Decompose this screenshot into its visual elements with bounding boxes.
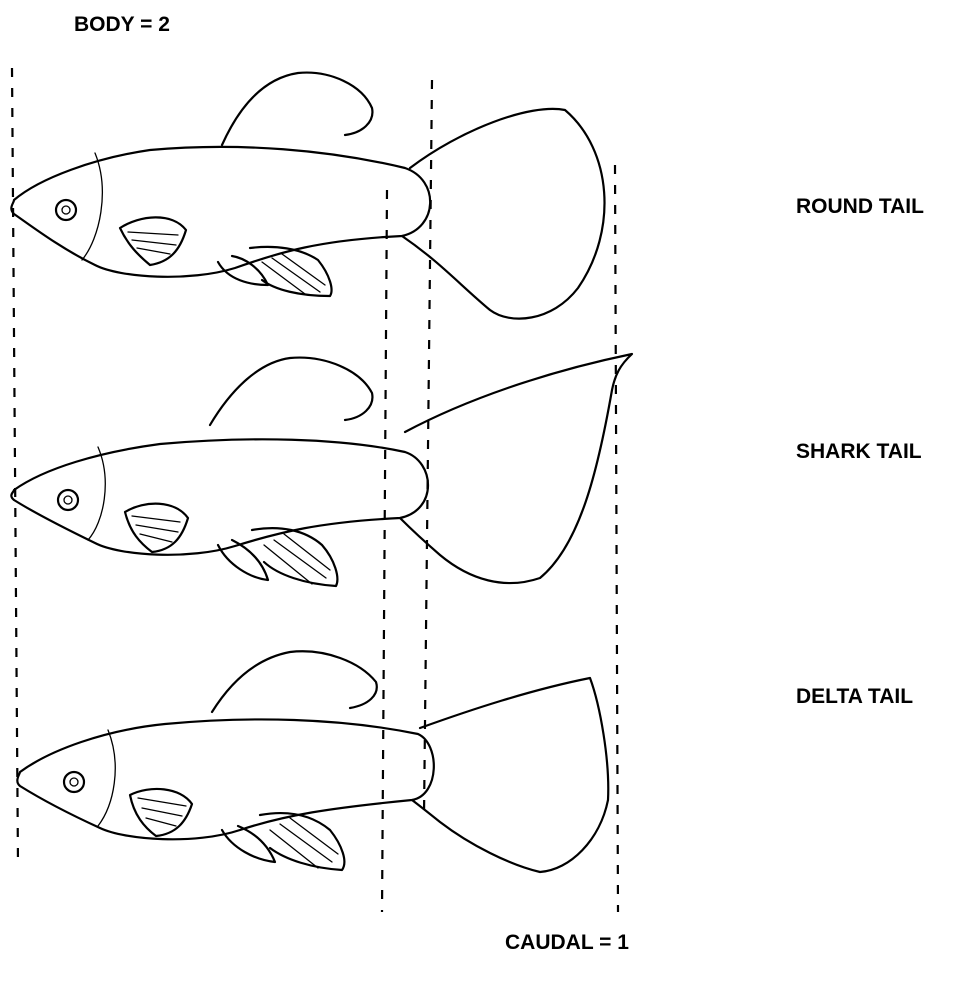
round-tail-label: ROUND TAIL <box>796 196 924 217</box>
eye-pupil <box>70 778 78 786</box>
tail-fin-delta <box>412 678 608 872</box>
pectoral-fin <box>120 217 186 265</box>
tail-fin-shark <box>400 354 632 583</box>
dorsal-fin <box>212 651 377 712</box>
fish-round-tail <box>11 73 604 319</box>
dorsal-fin <box>210 358 372 425</box>
caudal-ratio-label: CAUDAL = 1 <box>505 932 629 953</box>
eye-pupil <box>62 206 70 214</box>
pectoral-fin-rays <box>132 516 180 542</box>
pectoral-fin <box>130 789 192 836</box>
eye <box>56 200 76 220</box>
ventral-fins <box>222 813 344 870</box>
fish-body <box>17 719 433 839</box>
fish-delta-tail <box>17 651 608 872</box>
delta-tail-label: DELTA TAIL <box>796 686 913 707</box>
ventral-fin-rays <box>270 818 338 868</box>
ventral-fins <box>218 528 337 586</box>
fish-body <box>11 439 428 554</box>
gill-line <box>98 730 115 826</box>
eye <box>64 772 84 792</box>
gill-line <box>82 153 102 260</box>
eye-pupil <box>64 496 72 504</box>
body-start-guide <box>12 68 18 865</box>
eye <box>58 490 78 510</box>
body-ratio-label: BODY = 2 <box>74 14 170 35</box>
fish-shark-tail <box>11 354 632 586</box>
caudal-end-guide <box>615 165 618 912</box>
ventral-fin-rays <box>262 254 325 294</box>
pectoral-fin-rays <box>138 798 186 826</box>
dorsal-fin <box>222 73 372 145</box>
ventral-fin-rays <box>264 534 330 584</box>
fish-body <box>11 147 430 277</box>
shark-tail-label: SHARK TAIL <box>796 441 922 462</box>
gill-line <box>88 447 105 540</box>
